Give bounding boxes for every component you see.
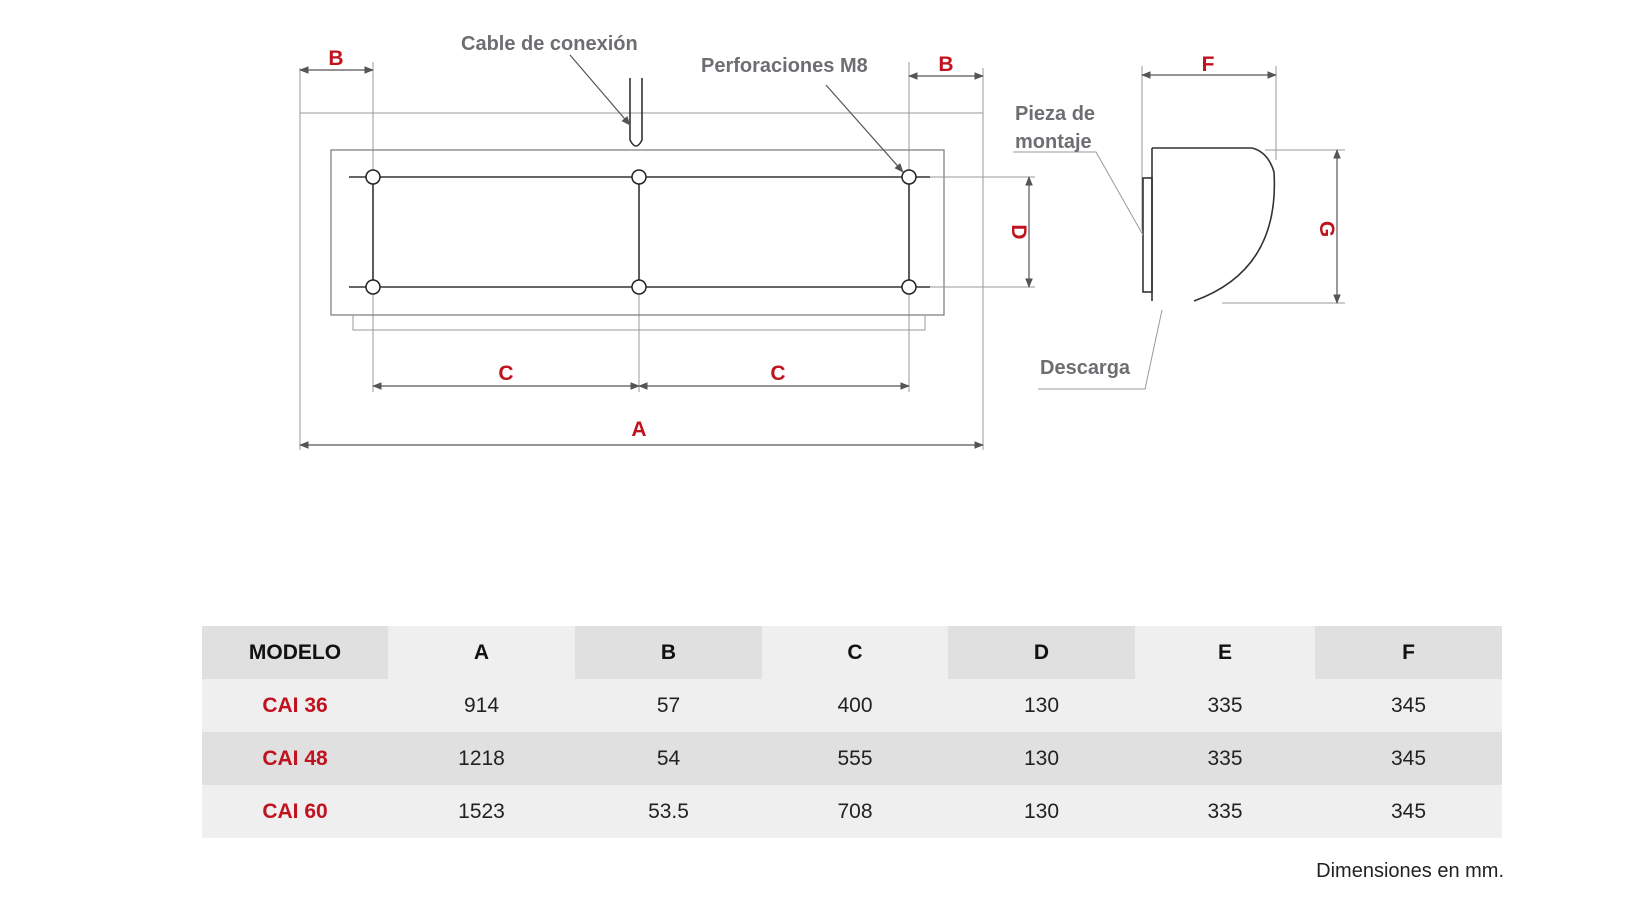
cell: 1523 [388, 785, 575, 838]
header-a: A [388, 626, 575, 679]
header-d: D [948, 626, 1135, 679]
header-e: E [1135, 626, 1315, 679]
cell: 130 [948, 732, 1135, 785]
dim-label-a: A [631, 418, 646, 441]
callout-holes: Perforaciones M8 [701, 55, 868, 77]
mounting-holes [365, 169, 917, 295]
cell: 54 [575, 732, 762, 785]
units-note: Dimensiones en mm. [1316, 860, 1504, 882]
cell: 555 [762, 732, 948, 785]
header-f: F [1315, 626, 1502, 679]
table-row: CAI 36 914 57 400 130 335 345 [202, 679, 1502, 732]
side-view: F G Pieza de montaje Descarga [1013, 53, 1345, 390]
unit-body-outline [330, 149, 945, 316]
cell-model: CAI 48 [202, 732, 388, 785]
dimension-drawing: B B C C A D Cable de conexión Perforacio… [299, 33, 1345, 450]
mounting-bracket [1142, 177, 1153, 293]
callout-mount-line2: montaje [1015, 131, 1092, 153]
cell: 335 [1135, 679, 1315, 732]
dim-label-b-right: B [938, 53, 953, 76]
cell: 708 [762, 785, 948, 838]
cell: 345 [1315, 679, 1502, 732]
dim-label-c-left: C [498, 362, 513, 385]
cell: 130 [948, 679, 1135, 732]
cell: 400 [762, 679, 948, 732]
cell: 335 [1135, 732, 1315, 785]
cable-icon [629, 78, 643, 147]
cell: 345 [1315, 732, 1502, 785]
dim-label-d: D [1007, 224, 1030, 239]
dim-label-b-left: B [328, 47, 343, 70]
cell: 914 [388, 679, 575, 732]
cell: 345 [1315, 785, 1502, 838]
cell: 57 [575, 679, 762, 732]
table-header-row: MODELO A B C D E F [202, 626, 1502, 679]
front-view: B B C C A D Cable de conexión Perforacio… [299, 33, 1035, 450]
table-row: CAI 48 1218 54 555 130 335 345 [202, 732, 1502, 785]
callout-cable: Cable de conexión [461, 33, 638, 55]
callout-discharge: Descarga [1040, 357, 1131, 379]
unit-profile [1152, 147, 1276, 302]
dimensions-table: MODELO A B C D E F CAI 36 914 57 400 130… [202, 626, 1502, 838]
cell: 335 [1135, 785, 1315, 838]
callout-mount-line1: Pieza de [1015, 103, 1095, 125]
cell-model: CAI 36 [202, 679, 388, 732]
header-b: B [575, 626, 762, 679]
cell: 53.5 [575, 785, 762, 838]
table-row: CAI 60 1523 53.5 708 130 335 345 [202, 785, 1502, 838]
dim-label-g: G [1315, 221, 1338, 237]
cell: 130 [948, 785, 1135, 838]
header-c: C [762, 626, 948, 679]
dim-label-c-right: C [770, 362, 785, 385]
cell: 1218 [388, 732, 575, 785]
dim-label-f: F [1202, 53, 1215, 76]
cell-model: CAI 60 [202, 785, 388, 838]
header-modelo: MODELO [202, 626, 388, 679]
